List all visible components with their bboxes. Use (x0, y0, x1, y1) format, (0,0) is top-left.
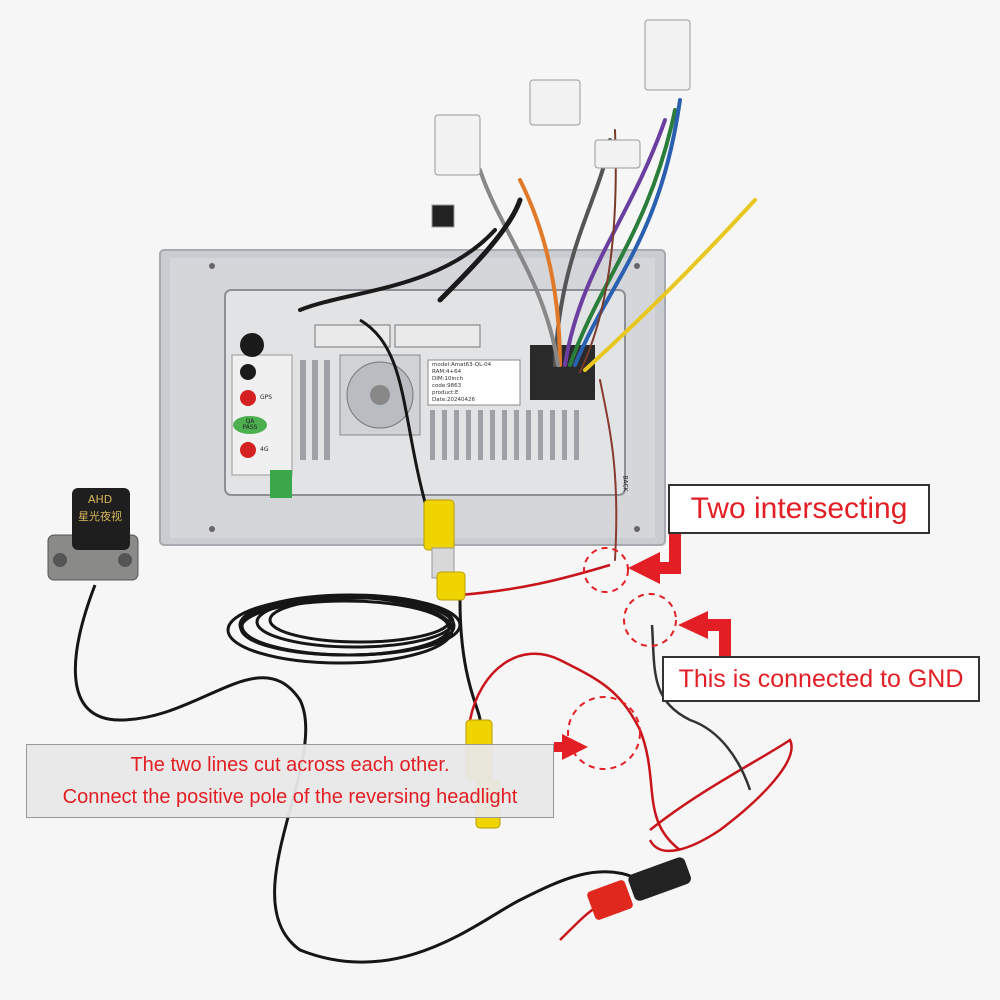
power-plug (587, 857, 691, 920)
spec-label-text: model:Amat63-QL-04 RAM:4+64 DIM:10inch c… (432, 362, 520, 404)
callout-cross-line1: The two lines cut across each other. (130, 754, 450, 776)
coiled-cable (226, 593, 462, 665)
back-tag: BACK (621, 475, 629, 492)
vent-slots (300, 360, 579, 460)
callout-arrows (554, 530, 731, 760)
callout-two-intersecting-text: Two intersecting (690, 492, 908, 525)
green-connector (270, 470, 292, 498)
callout-gnd: This is connected to GND (662, 656, 980, 702)
spec-line: product:E (432, 390, 459, 396)
main-harness-socket (530, 345, 595, 400)
circle-intersect (583, 547, 629, 593)
spec-line: model:Amat63-QL-04 (432, 362, 492, 368)
arrow-cross (554, 742, 566, 752)
harness-plugs (431, 19, 691, 228)
qa-sticker-text: QA PASS (242, 418, 258, 431)
wiring-harness (298, 98, 757, 561)
circle-gnd (623, 593, 677, 647)
arrow-gnd (705, 619, 731, 660)
camera-sub-badge: 星光夜视 (78, 510, 122, 523)
callout-cross-line2: Connect the positive pole of the reversi… (62, 786, 518, 808)
connector-block (314, 324, 391, 348)
spec-line: Date:20240426 (432, 397, 475, 403)
4g-port-label: 4G (260, 446, 269, 453)
camera-body (72, 488, 130, 550)
arrow-intersect (655, 530, 681, 574)
spec-line: code:9863 (432, 383, 462, 389)
head-unit (159, 249, 666, 546)
spec-line: DIM:10inch (432, 376, 463, 382)
spec-label (427, 359, 521, 406)
camera-badge: AHD (88, 493, 113, 506)
4g-button (240, 442, 256, 458)
gps-port (240, 333, 264, 357)
reversing-camera (47, 488, 139, 581)
qa-sticker (233, 416, 267, 434)
gnd-wire (650, 624, 752, 791)
gps-port-label: GPS (260, 394, 273, 401)
circle-cross (567, 696, 641, 770)
spec-line: RAM:4+64 (432, 369, 462, 375)
gps-button (240, 390, 256, 406)
callout-two-intersecting: Two intersecting (668, 484, 930, 534)
callout-cross: The two lines cut across each other. Con… (26, 744, 554, 818)
highlight-circles (567, 547, 677, 770)
callout-gnd-text: This is connected to GND (678, 664, 964, 693)
